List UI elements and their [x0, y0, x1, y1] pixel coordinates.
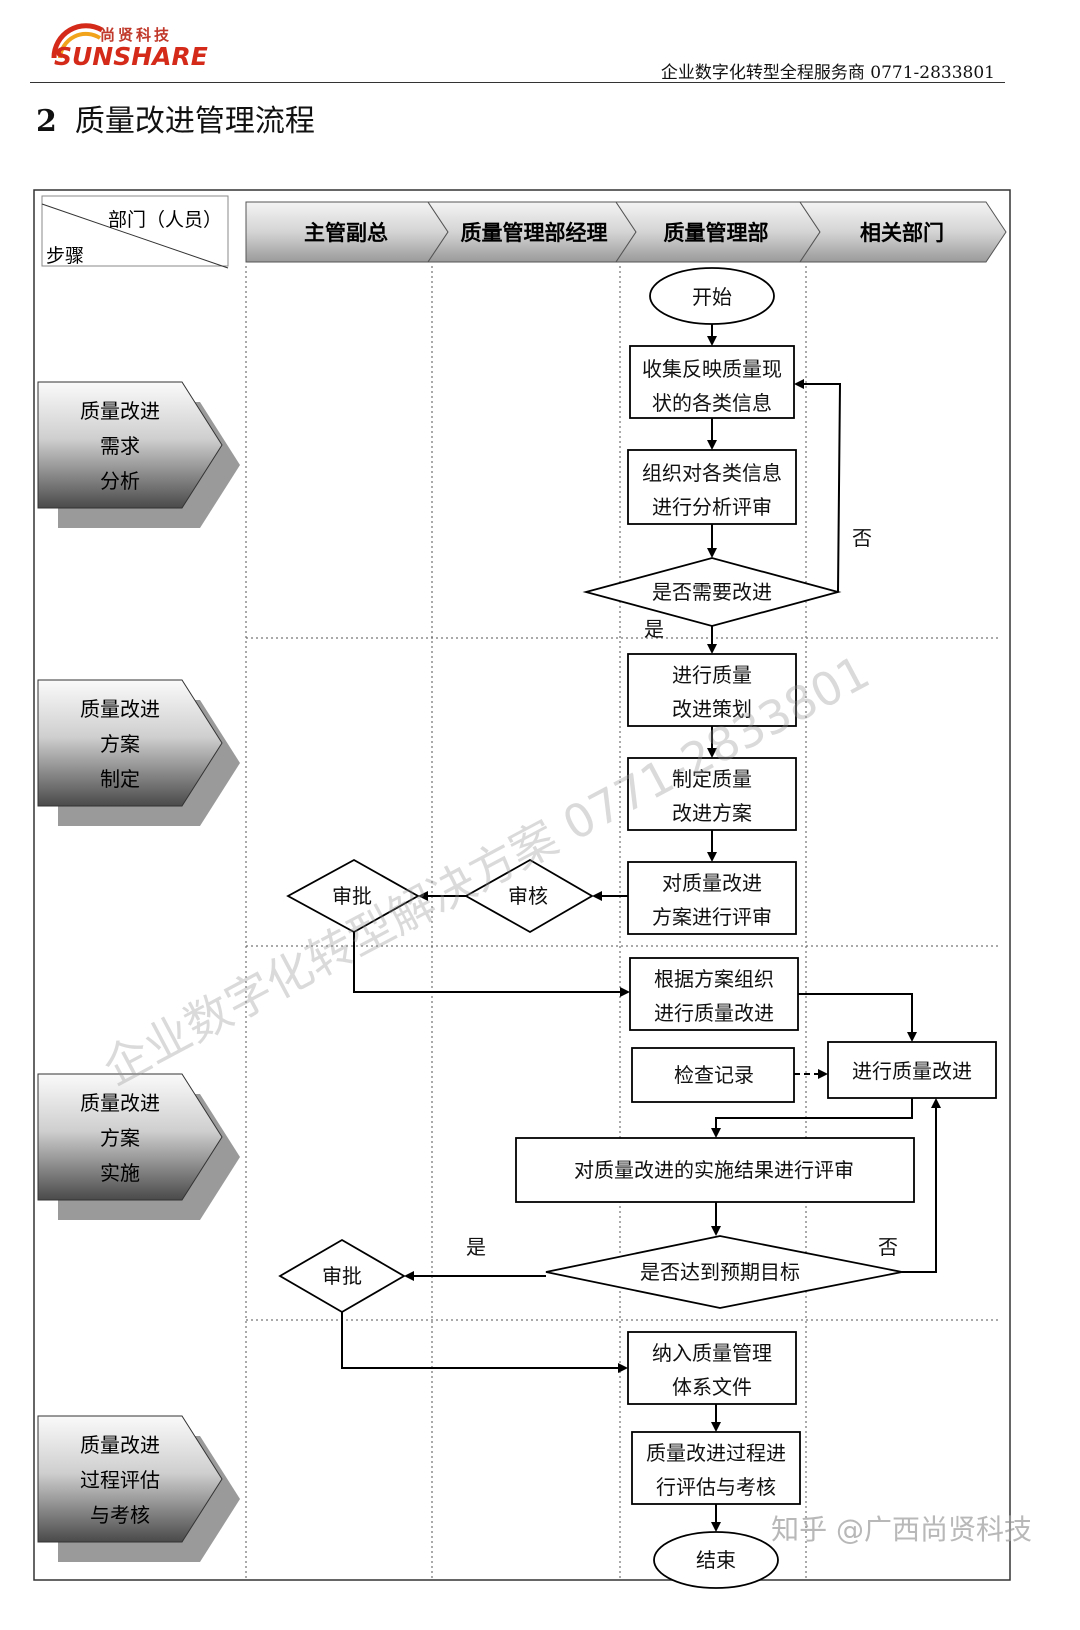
lane-header-4: 相关部门: [799, 201, 1007, 263]
header-tagline: 企业数字化转型全程服务商 0771-2833801: [660, 63, 995, 83]
arrow-organize-improve: [798, 993, 917, 1042]
approve-1-label: 审批: [332, 884, 372, 908]
step-1-line-1: 质量改进: [80, 399, 160, 423]
end-node: [653, 1531, 779, 1589]
arrow-no-retry: [902, 1098, 941, 1273]
lane-header-3: 质量管理部: [615, 201, 821, 263]
review-plan-box: [627, 861, 797, 935]
organize-label-2: 进行质量改进: [654, 1001, 774, 1025]
analyze-label-1: 组织对各类信息: [642, 461, 782, 485]
lane-title-qm-dept: 质量管理部: [664, 221, 769, 245]
plan-label-2: 改进策划: [672, 697, 752, 721]
no-label-1: 否: [852, 526, 872, 550]
make-plan-label-1: 制定质量: [672, 767, 752, 791]
arrow-no-loop: [794, 379, 842, 593]
branch-labels: 否 是 是 否: [466, 526, 898, 1259]
step-1-line-3: 分析: [100, 469, 140, 493]
lane-title-qm-manager: 质量管理部经理: [461, 221, 608, 245]
step-2-line-1: 质量改进: [80, 697, 160, 721]
do-improve-box: [827, 1041, 997, 1099]
lane-header-1: 主管副总: [245, 201, 449, 263]
page-header: 尚贤科技 SUNSHARE 企业数字化转型全程服务商 0771-2833801: [30, 18, 1005, 84]
yes-label-1: 是: [644, 617, 664, 641]
check-record-label: 检查记录: [674, 1063, 754, 1087]
lane-title-vp: 主管副总: [304, 221, 388, 245]
step-1-analysis: 质量改进 需求 分析: [37, 381, 240, 528]
step-2-line-3: 制定: [100, 767, 140, 791]
collect-label-1: 收集反映质量现: [642, 357, 782, 381]
corner-step-label: 步骤: [46, 245, 84, 267]
step-3-line-3: 实施: [100, 1161, 140, 1185]
analyze-label-2: 进行分析评审: [652, 495, 772, 519]
include-docs-label-1: 纳入质量管理: [652, 1341, 772, 1365]
section-title: 2 质量改进管理流程: [36, 96, 315, 140]
evaluate-label-1: 质量改进过程进: [646, 1441, 786, 1465]
section-number: 2: [36, 104, 57, 139]
step-4-line-2: 过程评估: [80, 1468, 160, 1492]
node-labels: 开始 收集反映质量现 状的各类信息 组织对各类信息 进行分析评审 是否需要改进 …: [322, 285, 972, 1572]
audit-label: 审核: [508, 884, 548, 908]
step-1-line-2: 需求: [100, 434, 140, 458]
step-2-plan: 质量改进 方案 制定: [37, 679, 240, 826]
step-2-line-2: 方案: [100, 732, 140, 756]
step-4-line-3: 与考核: [90, 1503, 150, 1527]
table-frame: [33, 189, 1011, 1581]
lane-separators: [245, 266, 807, 1578]
lane-header-2: 质量管理部经理: [427, 201, 637, 263]
plan-label-1: 进行质量: [672, 663, 752, 687]
review-result-label: 对质量改进的实施结果进行评审: [574, 1158, 854, 1182]
corner-department-label: 部门（人员）: [108, 209, 222, 231]
make-plan-label-2: 改进方案: [672, 801, 752, 825]
include-docs-box: [627, 1331, 797, 1405]
arrow-approve-include: [341, 1312, 628, 1373]
sunshare-logo: 尚贤科技 SUNSHARE: [40, 18, 230, 78]
step-3-line-1: 质量改进: [80, 1091, 160, 1115]
flow-nodes: [278, 267, 997, 1589]
flow-connectors: [341, 324, 941, 1532]
lane-title-related: 相关部门: [860, 221, 944, 245]
arrow-approve-organize: [353, 932, 630, 997]
collect-box: [629, 345, 795, 419]
header-divider: [30, 82, 1005, 83]
check-record-box: [631, 1047, 795, 1103]
plan-box: [627, 653, 797, 727]
need-improve-label: 是否需要改进: [652, 580, 772, 604]
step-4-line-1: 质量改进: [80, 1433, 160, 1457]
section-title-text: 质量改进管理流程: [74, 104, 315, 139]
do-improve-label: 进行质量改进: [852, 1059, 972, 1083]
arrow-improve-review: [711, 1098, 913, 1138]
step-3-implement: 质量改进 方案 实施: [37, 1073, 240, 1220]
corner-cell: 部门（人员） 步骤: [41, 195, 229, 269]
reach-goal-label: 是否达到预期目标: [640, 1260, 800, 1284]
make-plan-box: [627, 757, 797, 831]
review-plan-label-1: 对质量改进: [662, 871, 762, 895]
step-4-evaluate: 质量改进 过程评估 与考核: [37, 1415, 240, 1562]
step-3-line-2: 方案: [100, 1126, 140, 1150]
review-result-box: [515, 1137, 915, 1203]
end-label: 结束: [696, 1548, 736, 1572]
logo-arc-icon: [51, 23, 104, 59]
review-plan-label-2: 方案进行评审: [652, 905, 772, 929]
organize-label-1: 根据方案组织: [654, 967, 774, 991]
logo-chinese-text: 尚贤科技: [100, 26, 173, 44]
logo-english-text: SUNSHARE: [54, 42, 208, 71]
approve-2-label: 审批: [322, 1264, 362, 1288]
evaluate-label-2: 行评估与考核: [656, 1475, 776, 1499]
analyze-box: [627, 449, 797, 525]
no-label-2: 否: [878, 1235, 898, 1259]
zhihu-watermark: 知乎 @广西尚贤科技: [771, 1513, 1032, 1546]
include-docs-label-2: 体系文件: [672, 1375, 752, 1399]
start-label: 开始: [692, 285, 732, 309]
yes-label-2: 是: [466, 1235, 486, 1259]
phase-separators: [246, 637, 1000, 1321]
organize-box: [629, 957, 799, 1031]
collect-label-2: 状的各类信息: [652, 391, 772, 415]
